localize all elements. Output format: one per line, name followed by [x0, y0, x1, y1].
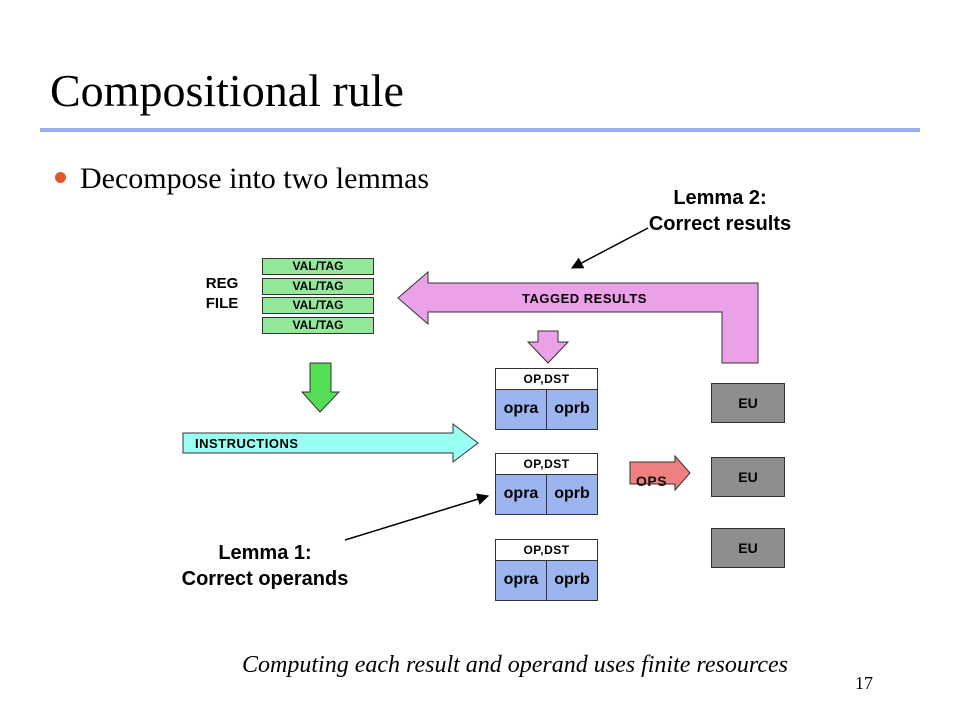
execution-unit: EU: [711, 383, 785, 423]
slide-title: Compositional rule: [50, 65, 404, 116]
reg-file-label: REG FILE: [195, 274, 249, 314]
title-underline: [40, 128, 920, 132]
register-entry: VAL/TAG: [262, 258, 374, 275]
lemma-2-title: Lemma 2:: [673, 187, 767, 209]
page-number: 17: [855, 673, 873, 693]
reservation-station: OP,DST opra oprb: [495, 453, 598, 515]
execution-unit: EU: [711, 457, 785, 497]
lemma-2-pointer: [570, 227, 649, 269]
lemma-2-subtitle: Correct results: [648, 213, 792, 235]
station-operand-a: opra: [496, 560, 547, 600]
reservation-station: OP,DST opra oprb: [495, 368, 598, 430]
station-header: OP,DST: [496, 540, 597, 561]
bullet-text: Decompose into two lemmas: [80, 162, 430, 195]
ops-arrow: [629, 454, 691, 492]
ops-label: OPS: [636, 473, 668, 489]
station-header: OP,DST: [496, 454, 597, 475]
station-operand-a: opra: [496, 389, 547, 429]
lemma-1-title: Lemma 1:: [218, 542, 312, 564]
tagged-results-label: TAGGED RESULTS: [522, 291, 647, 306]
reservation-station: OP,DST opra oprb: [495, 539, 598, 601]
lemma-1-pointer: [344, 493, 490, 541]
results-down-arrow: [526, 330, 570, 364]
slide-caption: Computing each result and operand uses f…: [242, 652, 788, 678]
execution-unit: EU: [711, 528, 785, 568]
reg-file-label-line1: REG: [205, 275, 239, 292]
station-header: OP,DST: [496, 369, 597, 390]
lemma-1-subtitle: Correct operands: [181, 568, 349, 590]
tagged-results-arrow: [397, 270, 759, 364]
lemma-2-label: Lemma 2: Correct results: [620, 185, 820, 237]
instructions-arrow: [182, 422, 479, 464]
register-entry: VAL/TAG: [262, 297, 374, 314]
reg-file-label-line2: FILE: [205, 295, 239, 312]
instructions-label: INSTRUCTIONS: [195, 436, 299, 451]
station-operand-a: opra: [496, 474, 547, 514]
reg-file-down-arrow: [300, 362, 341, 413]
bullet-dot-icon: [55, 172, 66, 183]
station-operand-b: oprb: [554, 400, 590, 417]
lemma-1-label: Lemma 1: Correct operands: [150, 540, 380, 592]
register-entry: VAL/TAG: [262, 278, 374, 295]
register-entry: VAL/TAG: [262, 317, 374, 334]
station-operand-b: oprb: [554, 571, 590, 588]
station-operand-b: oprb: [554, 485, 590, 502]
